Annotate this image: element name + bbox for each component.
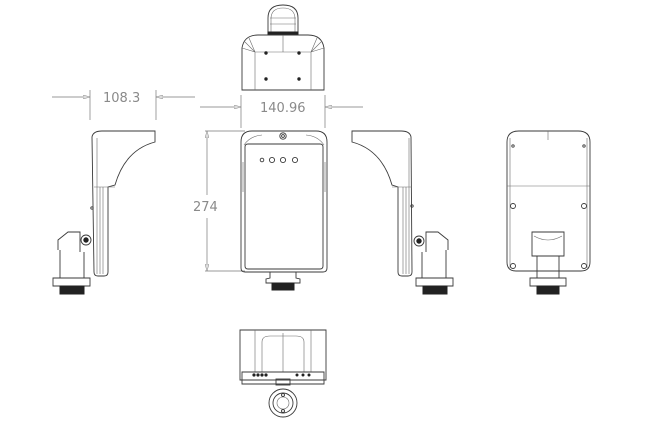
dimension-depth: 108.3: [52, 90, 195, 120]
rear-view: [506, 130, 591, 295]
top-view: [241, 4, 325, 91]
indicator-lights: [259, 156, 299, 164]
depth-dimension-label: 108.3: [103, 91, 140, 106]
dimension-height: 274: [193, 130, 245, 272]
right-side-view: [351, 130, 454, 295]
front-view: [240, 130, 328, 291]
dimension-width: 140.96: [200, 95, 363, 128]
left-side-view: [52, 130, 156, 295]
height-dimension-label: 274: [193, 200, 218, 215]
bottom-view: [239, 329, 327, 418]
width-dimension-label: 140.96: [260, 101, 306, 116]
